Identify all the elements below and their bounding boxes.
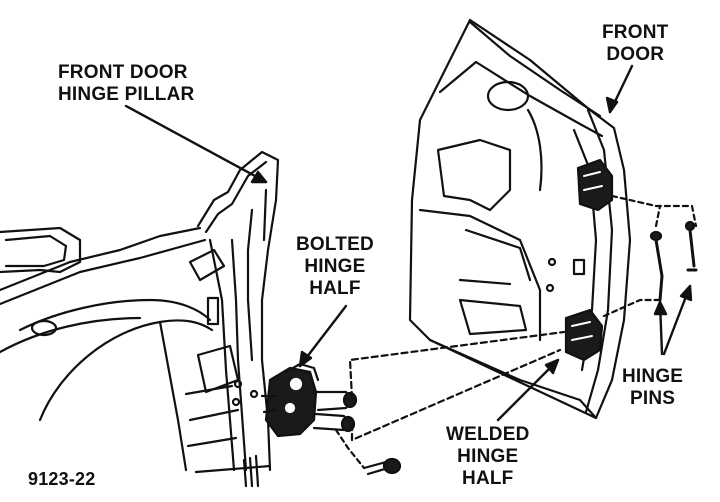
label-line: FRONT xyxy=(602,22,669,43)
alignment-leader-line xyxy=(348,330,566,400)
label-line: PINS xyxy=(630,388,676,409)
bolt-drawing xyxy=(334,428,402,476)
label-line: WELDED xyxy=(446,424,530,445)
label-line: BOLTED xyxy=(296,234,374,255)
label-line: HINGE xyxy=(622,366,684,387)
figure-number: 9123-22 xyxy=(28,469,96,489)
label-front-door-hinge-pillar: FRONT DOOR HINGE PILLAR xyxy=(58,62,194,106)
label-line: HALF xyxy=(462,468,514,489)
welded-hinge-half-drawing xyxy=(564,158,614,362)
label-line: DOOR xyxy=(606,44,665,65)
hinge-pins-drawing xyxy=(602,194,698,318)
label-line: HINGE PILLAR xyxy=(58,84,195,105)
label-bolted-hinge-half: BOLTED HINGE HALF xyxy=(296,234,374,300)
label-front-door: FRONT DOOR xyxy=(602,22,668,66)
label-welded-hinge-half: WELDED HINGE HALF xyxy=(446,424,530,490)
bolted-hinge-half-drawing xyxy=(260,362,358,438)
front-door-drawing xyxy=(408,18,632,420)
hinge-pillar-body-drawing xyxy=(0,150,280,488)
label-hinge-pins: HINGE PINS xyxy=(622,366,683,410)
label-line: FRONT DOOR xyxy=(58,62,188,83)
label-leader-arrows xyxy=(124,64,693,422)
label-line: HINGE xyxy=(457,446,519,467)
label-line: HALF xyxy=(309,278,361,299)
label-line: HINGE xyxy=(304,256,366,277)
